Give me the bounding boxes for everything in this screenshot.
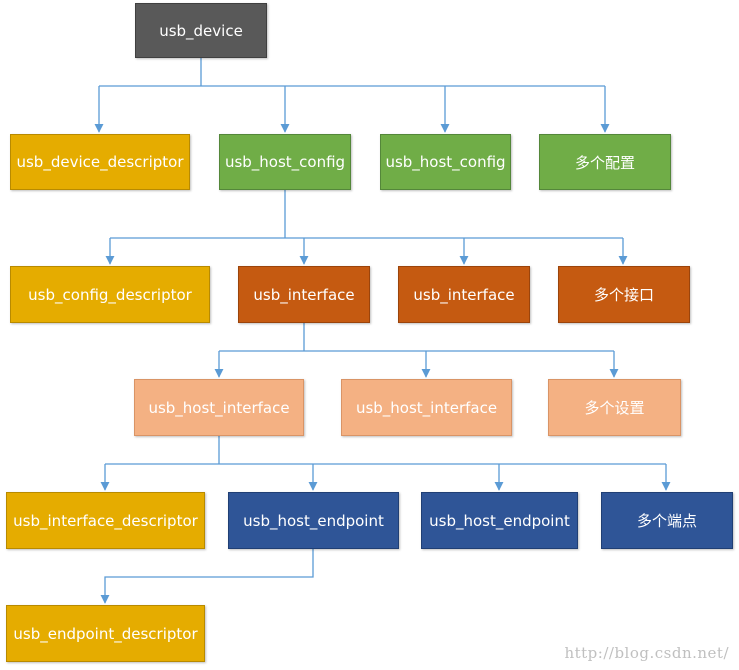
node-usb-endpoint-descriptor: usb_endpoint_descriptor bbox=[6, 605, 205, 662]
node-usb-host-interface-2: usb_host_interface bbox=[341, 379, 512, 436]
node-multi-config: 多个配置 bbox=[539, 134, 671, 190]
connector-config-bus bbox=[110, 190, 623, 239]
node-usb-host-config-1: usb_host_config bbox=[219, 134, 351, 190]
node-usb-config-descriptor: usb_config_descriptor bbox=[10, 266, 210, 323]
node-usb-device-descriptor: usb_device_descriptor bbox=[10, 134, 190, 190]
node-usb-interface-descriptor: usb_interface_descriptor bbox=[6, 492, 205, 549]
node-usb-device: usb_device bbox=[135, 3, 267, 58]
connector-host-interface-bus bbox=[105, 436, 666, 465]
node-usb-host-endpoint-2: usb_host_endpoint bbox=[421, 492, 578, 549]
node-usb-host-interface-1: usb_host_interface bbox=[134, 379, 304, 436]
node-usb-host-config-2: usb_host_config bbox=[380, 134, 511, 190]
connector-interface-bus bbox=[219, 323, 614, 352]
watermark-text: http://blog.csdn.net/ bbox=[564, 644, 729, 662]
node-multi-setting: 多个设置 bbox=[548, 379, 681, 436]
node-multi-endpoint: 多个端点 bbox=[601, 492, 733, 549]
connector-endpoint-descriptor bbox=[100, 549, 314, 604]
node-usb-host-endpoint-1: usb_host_endpoint bbox=[228, 492, 399, 549]
connector-device-bus bbox=[99, 58, 605, 87]
node-usb-interface-2: usb_interface bbox=[398, 266, 530, 323]
node-usb-interface-1: usb_interface bbox=[238, 266, 370, 323]
node-multi-interface: 多个接口 bbox=[558, 266, 690, 323]
